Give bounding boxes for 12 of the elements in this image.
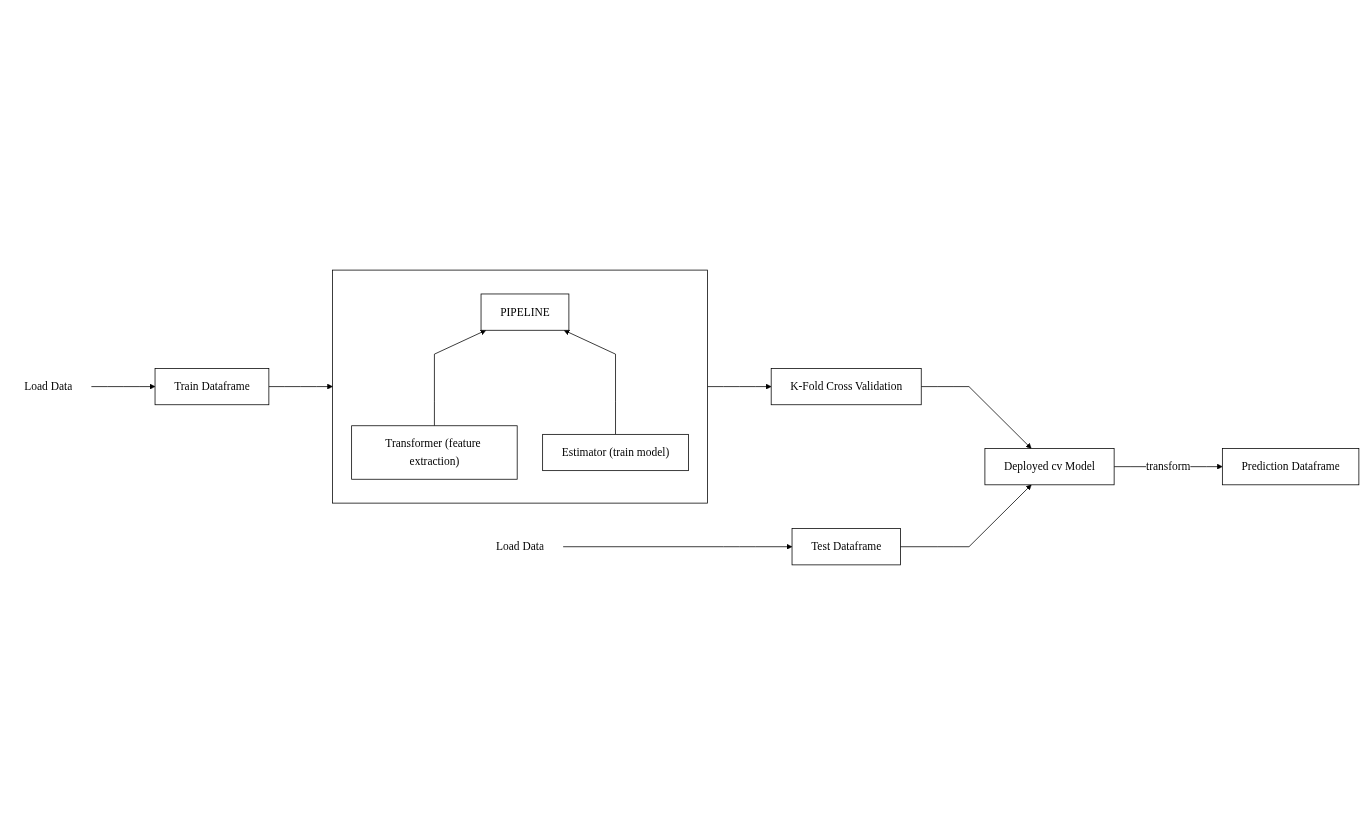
node-box: Test Dataframe <box>791 527 901 565</box>
node-text: Load Data <box>496 539 545 553</box>
node-box: Estimator (train model) <box>542 433 689 471</box>
node-box: Train Dataframe <box>154 367 270 405</box>
node-text: Load Data <box>24 379 73 393</box>
node-box: Transformer (feature extraction) <box>351 424 518 480</box>
node-box: Prediction Dataframe <box>1221 447 1360 485</box>
node-box: PIPELINE <box>480 293 570 331</box>
edge-label: transform <box>1145 459 1191 473</box>
node-box: K-Fold Cross Validation <box>770 367 922 405</box>
cluster <box>332 269 708 503</box>
node-box: Deployed cv Model <box>984 447 1115 485</box>
